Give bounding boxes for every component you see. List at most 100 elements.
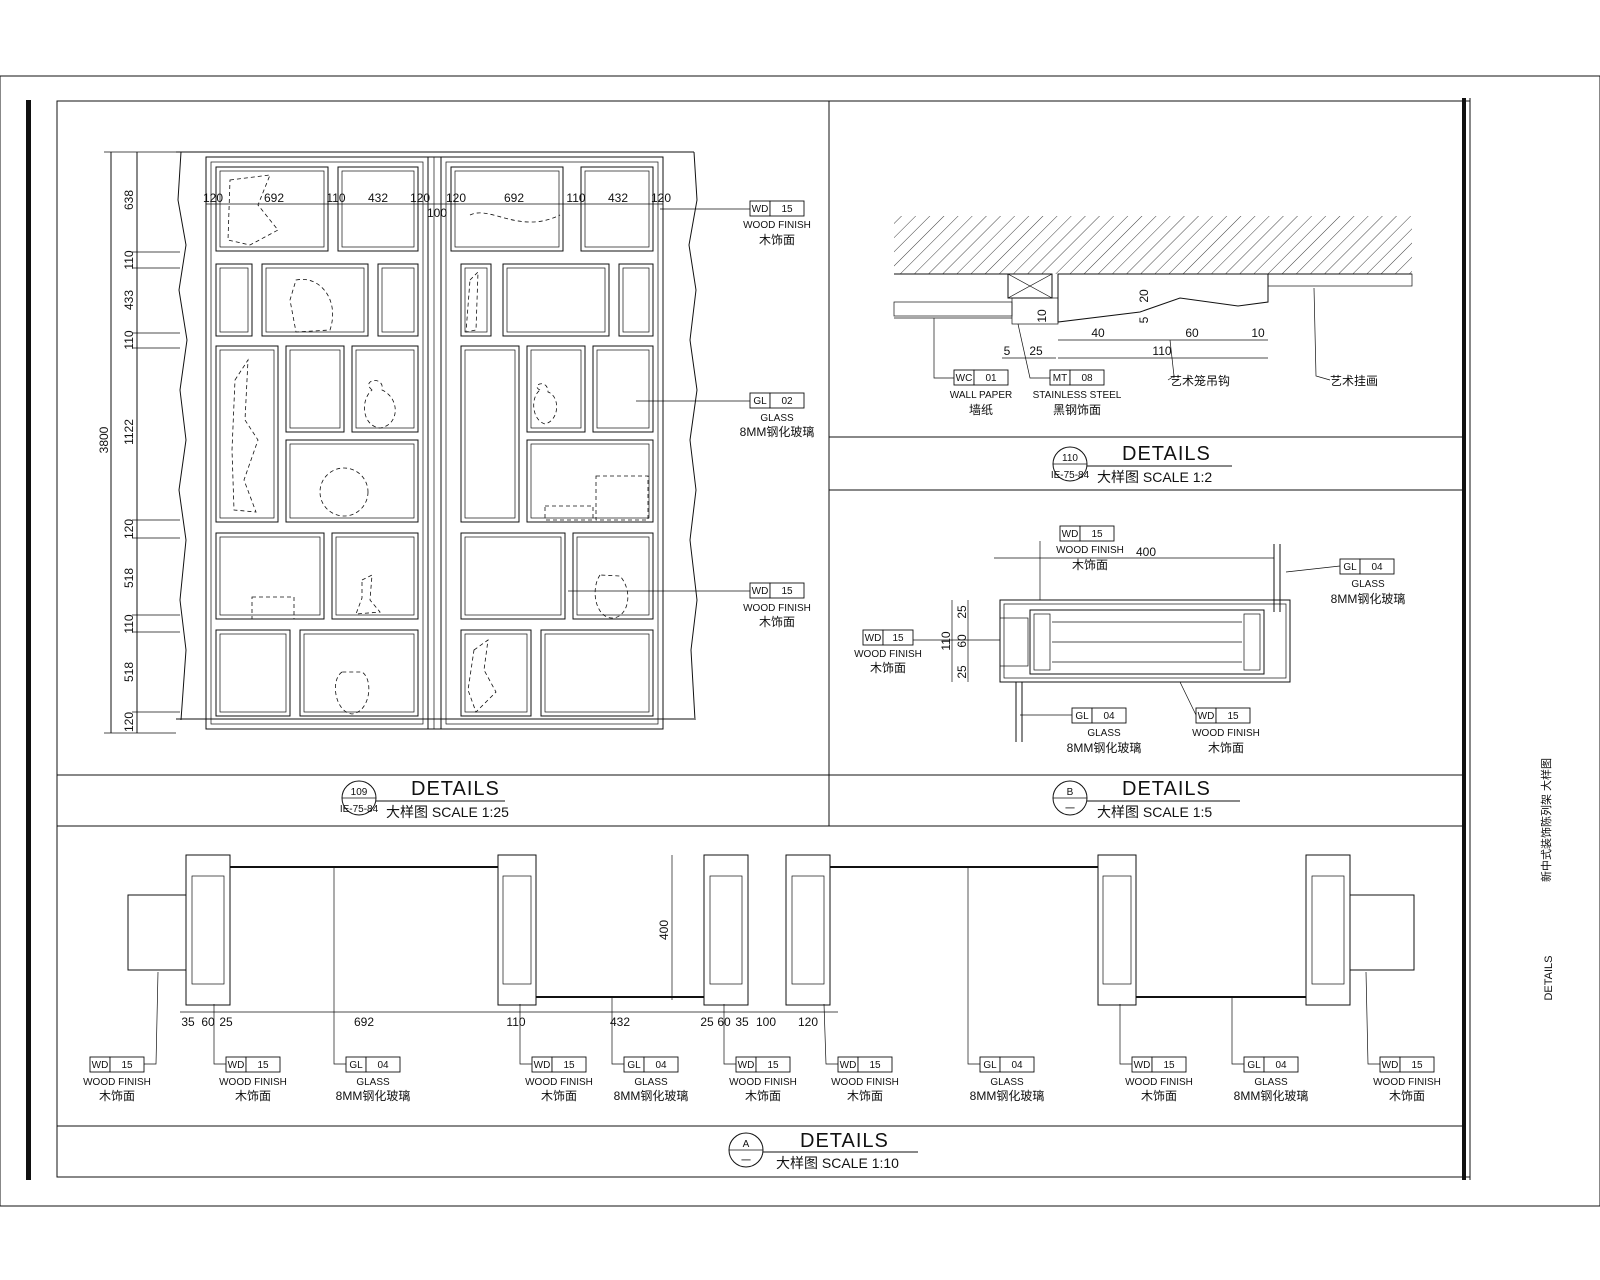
tag-cn: 木饰面 (235, 1089, 271, 1103)
tag-no: 15 (781, 586, 793, 597)
dim-518: 518 (122, 662, 136, 682)
title-number: 109 (351, 787, 368, 798)
tag-cn: 木饰面 (1072, 558, 1108, 572)
note-art-hook: 艺术笼吊钩 (1170, 373, 1230, 388)
material-tag-wd15: WD 15 WOOD FINISH 木饰面 (831, 1056, 899, 1103)
tag-cn: 木饰面 (759, 615, 795, 629)
dim-text: 110 (506, 1015, 525, 1029)
tag-no: 04 (377, 1060, 389, 1071)
material-tag-gl04: GL 04 GLASS 8MM钢化玻璃 (614, 1056, 689, 1103)
title-subtitle: 大样图 SCALE 1:5 (1097, 804, 1212, 820)
title-text: DETAILS (800, 1130, 889, 1152)
tag-code: WD (228, 1060, 245, 1071)
dim-text: 10 (1035, 309, 1049, 323)
material-tag-gl04: GL 04 GLASS 8MM钢化玻璃 (336, 1056, 410, 1103)
tag-cn: 8MM钢化玻璃 (970, 1089, 1045, 1103)
tag-code: WC (956, 373, 973, 384)
tag-no: 01 (985, 373, 997, 384)
tag-en: GLASS (1351, 579, 1385, 590)
tag-cn: 木饰面 (745, 1089, 781, 1103)
tag-no: 15 (1227, 711, 1239, 722)
tag-code: WD (752, 204, 769, 215)
tag-cn: 木饰面 (870, 661, 906, 675)
title-block-110: 110 IE-75-84 DETAILS 大样图 SCALE 1:2 (1051, 443, 1232, 485)
dim-text: 100 (756, 1015, 776, 1029)
tag-cn: 8MM钢化玻璃 (1234, 1089, 1309, 1103)
tag-code: GL (627, 1060, 641, 1071)
dim-text: 110 (1152, 344, 1171, 358)
tag-code: WD (865, 633, 882, 644)
dim-text: 110 (326, 191, 345, 205)
title-number: A (743, 1139, 750, 1150)
tag-cn: 木饰面 (759, 233, 795, 247)
title-text: DETAILS (411, 778, 500, 800)
tag-code: WD (1062, 529, 1079, 540)
dim-120: 120 (122, 712, 136, 732)
material-tag-gl04: GL 04 GLASS 8MM钢化玻璃 (1234, 1056, 1309, 1103)
dim-120: 120 (122, 519, 136, 539)
tag-cn: 木饰面 (99, 1089, 135, 1103)
dim-text: 60 (1185, 326, 1199, 340)
tag-en: GLASS (760, 413, 794, 424)
tag-en: GLASS (356, 1077, 390, 1088)
material-tag-wd15: WD 15 WOOD FINISH 木饰面 (1125, 1056, 1193, 1103)
dim-text: 60 (201, 1015, 215, 1029)
material-tag-wd15: WD 15 WOOD FINISH 木饰面 (743, 582, 811, 629)
dim-text: 10 (1251, 326, 1265, 340)
dim-433: 433 (122, 290, 136, 310)
tag-no: 15 (257, 1060, 269, 1071)
dim-text: 60 (955, 634, 969, 648)
title-subtitle: 大样图 SCALE 1:25 (386, 804, 509, 820)
note-art-hang: 艺术挂画 (1330, 374, 1378, 388)
tag-cn: 木饰面 (541, 1089, 577, 1103)
dim-text: 35 (181, 1015, 195, 1029)
tag-no: 15 (869, 1060, 881, 1071)
tag-no: 15 (1163, 1060, 1175, 1071)
tag-no: 15 (121, 1060, 133, 1071)
dim-text: 25 (1029, 344, 1043, 358)
material-tag-wd15: WD 15 WOOD FINISH 木饰面 (1192, 707, 1260, 755)
dim-text: 40 (1091, 326, 1105, 340)
material-tag-wd15: WD 15 WOOD FINISH 木饰面 (1056, 525, 1124, 572)
tag-en: WOOD FINISH (729, 1077, 797, 1088)
tag-no: 15 (1411, 1060, 1423, 1071)
material-tag-wd15: WD 15 WOOD FINISH 木饰面 (219, 1056, 287, 1103)
dim-text: 20 (1137, 289, 1151, 303)
dim-text: 120 (446, 191, 466, 205)
tag-en: WOOD FINISH (743, 603, 811, 614)
tag-code: GL (1247, 1060, 1261, 1071)
title-subtitle: 大样图 SCALE 1:2 (1097, 469, 1212, 485)
tag-no: 15 (1091, 529, 1103, 540)
panel-a-plan: 400 35 60 25 692 110 432 25 60 35 100 12… (83, 854, 1441, 1171)
tag-en: WOOD FINISH (1373, 1077, 1441, 1088)
dim-text: 35 (735, 1015, 749, 1029)
dim-text: 400 (657, 920, 671, 940)
tag-no: 08 (1081, 373, 1093, 384)
dim-638: 638 (122, 190, 136, 210)
panel-110-detail: 40 60 10 110 5 25 10 5 20 艺术笼吊钩 艺术挂画 WC … (893, 216, 1413, 485)
tag-code: WD (1198, 711, 1215, 722)
tag-cn: 8MM钢化玻璃 (1331, 592, 1406, 606)
tag-code: GL (983, 1060, 997, 1071)
tag-no: 02 (781, 396, 793, 407)
material-tag-gl04: GL 04 GLASS 8MM钢化玻璃 (1331, 558, 1406, 606)
dim-text: 432 (368, 191, 388, 205)
dim-text: 692 (264, 191, 284, 205)
tag-cn: 黑钢饰面 (1053, 403, 1101, 417)
dim-text: 25 (700, 1015, 714, 1029)
title-ref: 一 (1065, 804, 1075, 815)
material-tag-wd15: WD 15 WOOD FINISH 木饰面 (729, 1056, 797, 1103)
tag-code: WD (752, 586, 769, 597)
title-subtitle: 大样图 SCALE 1:10 (776, 1155, 899, 1171)
dim-text: 120 (410, 191, 430, 205)
left-binding-bar (26, 100, 31, 1180)
tag-en: WOOD FINISH (1125, 1077, 1193, 1088)
tag-no: 04 (1103, 711, 1115, 722)
material-tag-gl04: GL 04 GLASS 8MM钢化玻璃 (1067, 707, 1141, 755)
tag-cn: 木饰面 (1389, 1089, 1425, 1103)
dim-text: 25 (955, 665, 969, 679)
tag-cn: 8MM钢化玻璃 (614, 1089, 689, 1103)
tag-en: WOOD FINISH (219, 1077, 287, 1088)
material-tag-gl02: GL 02 GLASS 8MM钢化玻璃 (740, 392, 814, 439)
title-ref: 一 (741, 1156, 751, 1167)
